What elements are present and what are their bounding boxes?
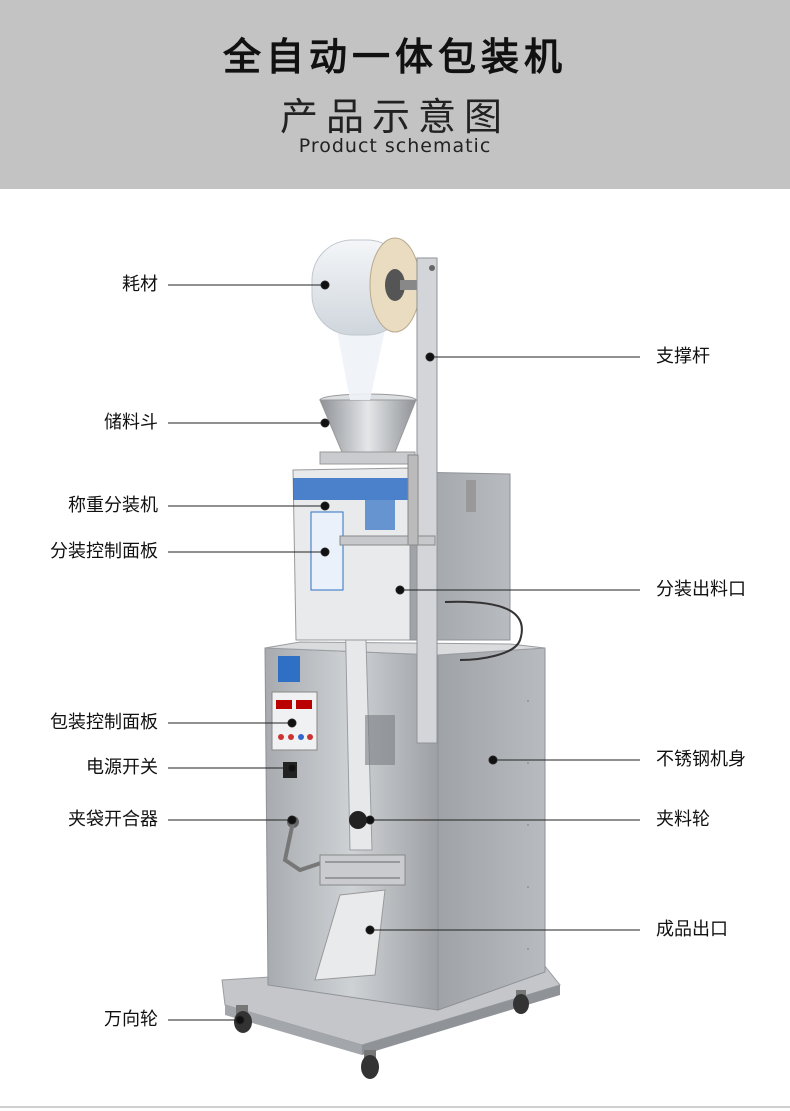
bottom-divider [0,1106,790,1108]
header-banner: 全自动一体包装机 产品示意图 Product schematic [0,0,790,189]
machine-illustration [168,237,640,1079]
label-dispensing-panel: 分装控制面板 [50,541,158,562]
page-subtitle: 产品示意图 [279,95,510,139]
label-consumables: 耗材 [122,274,158,295]
label-dispensing-outlet: 分装出料口 [656,579,746,600]
label-product-outlet: 成品出口 [656,919,728,940]
film-roll [311,237,425,336]
label-hopper: 储料斗 [104,412,158,433]
label-packing-panel: 包装控制面板 [50,712,158,733]
sealing-jaws [319,854,406,886]
page-title: 全自动一体包装机 [222,35,567,79]
support-rod [339,257,438,744]
label-caster: 万向轮 [104,1009,158,1030]
page-subtitle-en: Product schematic [298,135,492,157]
label-weighing-machine: 称重分装机 [68,495,158,516]
product-outlet-chute [314,889,386,981]
label-stainless-body: 不锈钢机身 [656,749,746,770]
label-power-switch: 电源开关 [86,757,158,778]
packing-control-panel-graphic [271,656,318,751]
leader-lines [168,280,640,1025]
hopper-bowl [319,393,417,465]
label-bag-clamp: 夹袋开合器 [68,809,158,830]
label-support-rod: 支撑杆 [656,346,710,367]
sensor-cable [444,600,523,661]
label-feed-wheel: 夹料轮 [656,809,710,830]
